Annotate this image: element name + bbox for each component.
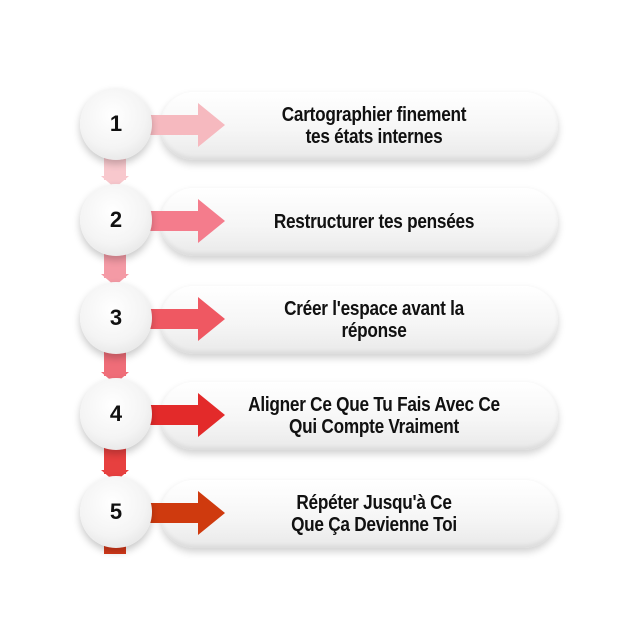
step-2-card: Restructurer tes pensées bbox=[160, 188, 558, 256]
step-1-text: Cartographier finement tes états interne… bbox=[281, 104, 467, 148]
step-3-arrow-icon bbox=[150, 297, 225, 341]
step-3-number: 3 bbox=[109, 305, 123, 330]
step-1-number: 1 bbox=[109, 111, 123, 136]
step-4: Aligner Ce Que Tu Fais Avec Ce Qui Compt… bbox=[0, 376, 640, 456]
step-5-arrow-icon bbox=[150, 491, 225, 535]
step-4-number: 4 bbox=[109, 401, 123, 426]
step-2-circle: 2 bbox=[80, 184, 152, 256]
step-4-circle: 4 bbox=[80, 378, 152, 450]
step-5-card: Répéter Jusqu'à Ce Que Ça Devienne Toi bbox=[160, 480, 558, 548]
step-3-card: Créer l'espace avant la réponse bbox=[160, 286, 558, 354]
step-3: Créer l'espace avant la réponse 3 bbox=[0, 280, 640, 360]
step-1-arrow-icon bbox=[150, 103, 225, 147]
step-2-arrow-icon bbox=[150, 199, 225, 243]
step-5-text: Répéter Jusqu'à Ce Que Ça Devienne Toi bbox=[291, 492, 457, 536]
step-1-circle: 1 bbox=[80, 88, 152, 160]
step-4-arrow-icon bbox=[150, 393, 225, 437]
step-2-text: Restructurer tes pensées bbox=[273, 211, 475, 233]
step-3-text: Créer l'espace avant la réponse bbox=[284, 298, 464, 342]
step-5-circle: 5 bbox=[80, 476, 152, 548]
step-2: Restructurer tes pensées 2 bbox=[0, 182, 640, 262]
step-3-circle: 3 bbox=[80, 282, 152, 354]
step-4-card: Aligner Ce Que Tu Fais Avec Ce Qui Compt… bbox=[160, 382, 558, 450]
step-4-text: Aligner Ce Que Tu Fais Avec Ce Qui Compt… bbox=[248, 394, 500, 438]
step-5-number: 5 bbox=[109, 499, 123, 524]
step-5: Répéter Jusqu'à Ce Que Ça Devienne Toi 5 bbox=[0, 474, 640, 554]
step-1: Cartographier finement tes états interne… bbox=[0, 86, 640, 166]
step-2-number: 2 bbox=[109, 207, 123, 232]
step-1-card: Cartographier finement tes états interne… bbox=[160, 92, 558, 160]
connector-4 bbox=[104, 444, 126, 474]
